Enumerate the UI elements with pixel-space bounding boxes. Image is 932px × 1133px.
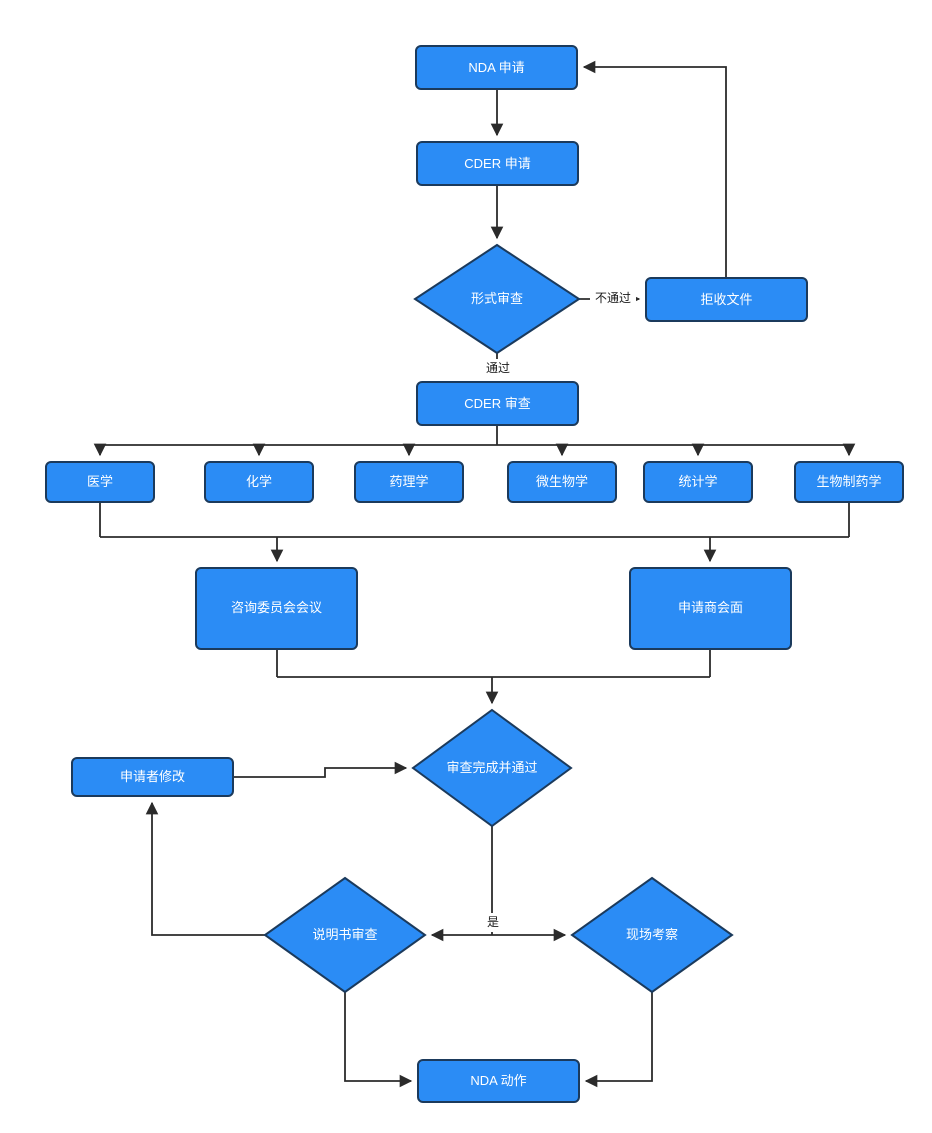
edge-label-yes-bg	[480, 913, 506, 932]
node-nda-application-shape[interactable]	[415, 45, 578, 90]
edge-label-yes: 是	[487, 915, 499, 929]
node-cder-application[interactable]: CDER 申请	[416, 141, 579, 186]
node-reject-documents-shape[interactable]	[645, 277, 808, 322]
node-nda-action[interactable]: NDA 动作	[417, 1059, 580, 1103]
edge-label-fail-bg	[590, 289, 636, 308]
edge-label-review-to-nda-action	[344, 992, 413, 1088]
node-biopharmaceutics-shape[interactable]	[794, 461, 904, 503]
node-label-review-shape[interactable]	[263, 876, 427, 994]
node-pharmacology-shape[interactable]	[354, 461, 464, 503]
node-review-complete-pass[interactable]: 审查完成并通过	[411, 708, 573, 828]
node-medicine-shape[interactable]	[45, 461, 155, 503]
edge-applicant-revision-to-review-complete	[233, 761, 408, 778]
node-label-review[interactable]: 说明书审查	[263, 876, 427, 994]
node-site-inspection-shape[interactable]	[570, 876, 734, 994]
node-applicant-meeting[interactable]: 申请商会面	[629, 567, 792, 650]
node-applicant-revision-shape[interactable]	[71, 757, 234, 797]
node-chemistry-shape[interactable]	[204, 461, 314, 503]
node-medicine[interactable]: 医学	[45, 461, 155, 503]
edge-label-pass: 通过	[486, 361, 510, 375]
edge-label-layer: 不通过 通过 是	[480, 289, 636, 932]
edge-label-review-to-applicant-revision	[145, 801, 265, 936]
edge-label-fail: 不通过	[595, 291, 631, 305]
node-reject-documents[interactable]: 拒收文件	[645, 277, 808, 322]
node-nda-action-shape[interactable]	[417, 1059, 580, 1103]
node-advisory-committee-meeting[interactable]: 咨询委员会会议	[195, 567, 358, 650]
node-chemistry[interactable]: 化学	[204, 461, 314, 503]
node-statistics-shape[interactable]	[643, 461, 753, 503]
node-applicant-revision[interactable]: 申请者修改	[71, 757, 234, 797]
edge-label-pass-bg	[480, 359, 516, 378]
node-layer: NDA 申请 CDER 申请 形式审查 拒收文件 CDER 审查 医学	[45, 45, 904, 1103]
node-applicant-meeting-shape[interactable]	[629, 567, 792, 650]
node-cder-review-shape[interactable]	[416, 381, 579, 426]
node-microbiology[interactable]: 微生物学	[507, 461, 617, 503]
node-statistics[interactable]: 统计学	[643, 461, 753, 503]
node-biopharmaceutics[interactable]: 生物制药学	[794, 461, 904, 503]
edge-reject-to-nda-application	[582, 60, 727, 278]
node-review-complete-pass-shape[interactable]	[411, 708, 573, 828]
node-formal-review[interactable]: 形式审查	[413, 243, 581, 355]
node-cder-application-shape[interactable]	[416, 141, 579, 186]
node-advisory-committee-meeting-shape[interactable]	[195, 567, 358, 650]
node-pharmacology[interactable]: 药理学	[354, 461, 464, 503]
edge-layer	[93, 60, 856, 1088]
node-site-inspection[interactable]: 现场考察	[570, 876, 734, 994]
edge-site-inspection-to-nda-action	[584, 992, 653, 1088]
node-formal-review-shape[interactable]	[413, 243, 581, 355]
node-microbiology-shape[interactable]	[507, 461, 617, 503]
node-nda-application[interactable]: NDA 申请	[415, 45, 578, 90]
node-cder-review[interactable]: CDER 审查	[416, 381, 579, 426]
